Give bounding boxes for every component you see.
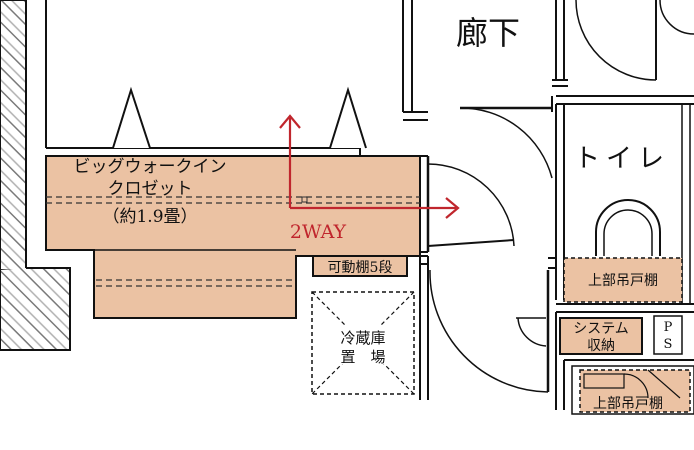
two-way-label: 2WAY (290, 221, 347, 243)
upper-cabinet-2-label: 上部吊戸棚 (593, 396, 663, 412)
walk-in-closet (45, 155, 421, 319)
fridge-label-line1: 冷蔵庫 (340, 329, 385, 347)
wic-label-line1: ビッグウォークイン (74, 157, 227, 177)
movable-shelf: 可動棚5段 (312, 255, 408, 277)
wic-label-line2: クロゼット (108, 179, 193, 199)
closet-right-wall (419, 155, 429, 400)
ps-line1: P (664, 320, 673, 335)
toilet-label: トイレ (574, 144, 670, 174)
lower-right-room: 上部吊戸棚 (571, 365, 694, 415)
top-right-door (575, 0, 694, 81)
corridor-door (459, 106, 553, 179)
exterior-wall (0, 0, 71, 351)
small-door-arc (516, 317, 547, 347)
two-way-arrows (279, 114, 460, 219)
ps-line2: S (664, 337, 673, 352)
toilet-bowl (595, 199, 661, 256)
wic-label-line3: （約1.9畳） (102, 207, 197, 227)
upper-cabinet-1-label: 上部吊戸棚 (588, 273, 658, 289)
pipe-space: P S (653, 315, 683, 355)
hanger-markers (112, 86, 367, 149)
fridge-label-line2: 置 場 (340, 348, 385, 366)
lower-door (429, 269, 550, 393)
upper-cabinet-1: 上部吊戸棚 (563, 257, 683, 303)
system-storage-line1: システム (573, 321, 629, 337)
movable-shelf-label: 可動棚5段 (328, 260, 393, 276)
upper-room-walls (45, 0, 428, 156)
closet-door (426, 156, 515, 252)
system-storage: システム 収納 (559, 317, 643, 355)
fridge-space: 冷蔵庫 置 場 (311, 291, 415, 395)
corridor-label: 廊下 (456, 14, 520, 52)
system-storage-line2: 収納 (587, 338, 615, 354)
